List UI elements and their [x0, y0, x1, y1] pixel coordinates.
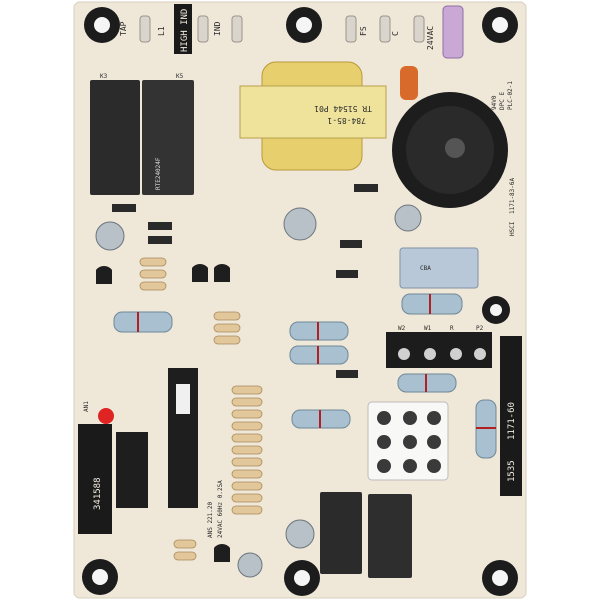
connector-mark-r: R: [450, 325, 454, 332]
ic-u2: [116, 432, 148, 508]
electrolytic-capacitors: [95, 204, 422, 578]
relay-k1: [320, 492, 362, 574]
top-tabs: [139, 15, 425, 43]
relay-k5-part: RTE24024F: [155, 157, 162, 190]
relay-k5-label: K5: [176, 73, 184, 80]
relay-k3-label: K3: [100, 73, 108, 80]
connector-mark-w1: W1: [424, 325, 432, 332]
bottom-mark-2: ANS 221.20: [207, 501, 214, 538]
label-fs: FS: [359, 26, 368, 36]
red-led: [98, 408, 114, 424]
label-l1: L1: [157, 26, 166, 36]
label-24vac: 24VAC: [426, 26, 435, 50]
connector-mark-w2: W2: [398, 325, 406, 332]
side-small-mark: AN1: [83, 401, 90, 412]
label-c: C: [391, 31, 400, 36]
label-ind: IND: [213, 21, 222, 36]
transformer-text-2: 784-85-1: [327, 116, 366, 125]
top-right-mark-2: DPC E: [499, 92, 506, 110]
right-label-bar: [500, 336, 522, 496]
left-label-bar: [78, 424, 112, 534]
side-mark-2: 1171-83-6A: [509, 177, 516, 214]
diodes: [112, 184, 378, 378]
blue-capacitor: [399, 247, 479, 289]
label-tap: TAP: [119, 21, 128, 36]
high-ind-black-block: [174, 4, 192, 54]
transistors: [96, 264, 230, 562]
side-mark-1: HSCI: [509, 221, 516, 236]
top-right-mark-1: 94V0: [491, 95, 498, 110]
fuse: [442, 5, 464, 59]
capacitor-label: CBA: [420, 265, 431, 272]
top-right-mark-3: PLC-02-1: [507, 81, 514, 110]
transformer-label: [239, 85, 387, 139]
right-bar-text-1: 1535: [507, 460, 517, 482]
relay-k5: [142, 80, 194, 195]
mounting-holes: [82, 7, 518, 596]
connector-mark-p2: P2: [476, 325, 484, 332]
relay-k2: [368, 494, 412, 578]
label-high-ind: HIGH IND: [180, 9, 190, 52]
orange-capacitor: [400, 66, 418, 100]
resistor-bands: [137, 294, 496, 429]
left-bar-text: 341588: [93, 477, 103, 510]
relay-k3: [90, 80, 140, 195]
bottom-mark-1: 24VAC 60Hz 0.25A: [217, 480, 224, 538]
connector-9pin-pins: [377, 411, 441, 473]
connector-p2-pins: [398, 348, 486, 360]
small-resistors-column: [139, 257, 263, 561]
ic-u1-label: [176, 384, 190, 414]
transformer-text-1: TR 51544 P01: [314, 104, 372, 113]
right-bar-text-2: 1171-60: [507, 402, 517, 440]
